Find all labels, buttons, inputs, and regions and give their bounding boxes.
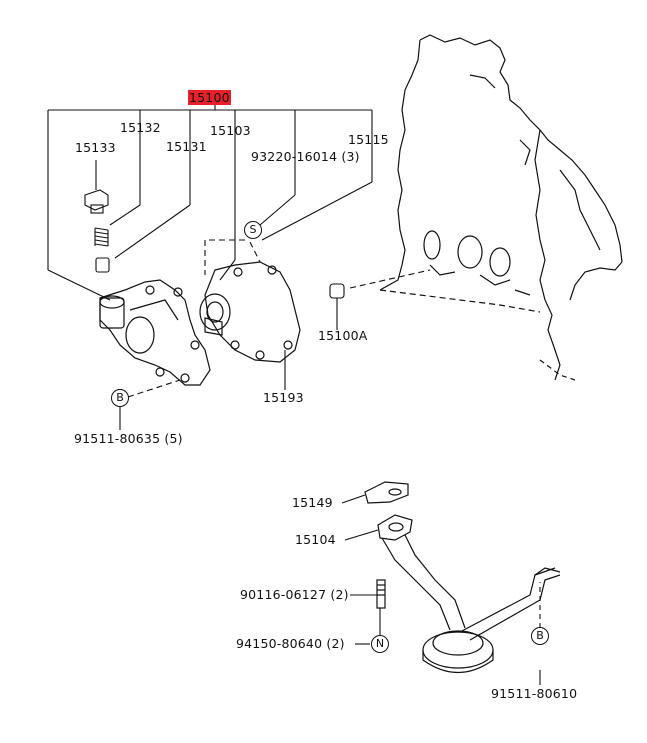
part-label-15193: 15193 [263, 390, 304, 405]
oil-pump-body [99, 279, 211, 386]
part-label-15131: 15131 [166, 139, 207, 154]
part-label-15100: 15100 [188, 90, 231, 105]
lower-leaders [341, 494, 541, 685]
part-label-15103: 15103 [210, 123, 251, 138]
oil-strainer [364, 481, 561, 673]
part-label-90116: 90116-06127 (2) [240, 587, 349, 602]
part-label-15149: 15149 [292, 495, 333, 510]
part-label-15115: 15115 [348, 132, 389, 147]
engine-block [379, 34, 623, 381]
marker-n: N [371, 635, 389, 653]
part-label-15104: 15104 [295, 532, 336, 547]
relief-spring [94, 227, 109, 247]
group-bracket [47, 100, 373, 301]
part-label-91511-80635: 91511-80635 (5) [74, 431, 183, 446]
part-label-15100A: 15100A [318, 328, 368, 343]
part-label-15133: 15133 [75, 140, 116, 155]
marker-b-lower: B [531, 627, 549, 645]
relief-cap [84, 189, 109, 214]
dashed-leaders [127, 239, 431, 398]
part-label-15132: 15132 [120, 120, 161, 135]
marker-s: S [244, 221, 262, 239]
part-label-91511-80610: 91511-80610 [491, 686, 578, 701]
part-label-93220: 93220-16014 (3) [251, 149, 360, 164]
rotor-cover [199, 261, 301, 363]
relief-plunger [95, 257, 110, 273]
plug-15100A [329, 283, 345, 330]
marker-b-upper: B [111, 389, 129, 407]
part-label-94150: 94150-80640 (2) [236, 636, 345, 651]
